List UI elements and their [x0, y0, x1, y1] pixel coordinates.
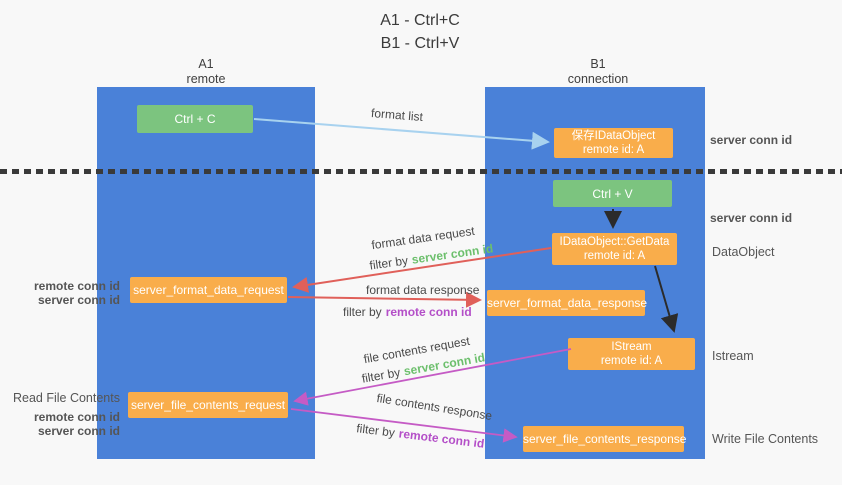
left-label-remote-conn-id-2: remote conn id	[33, 410, 120, 424]
session-divider-dotted-line	[0, 169, 842, 174]
node-save-idataobject-line2: remote id: A	[582, 144, 645, 156]
node-format-response-label: server_format_data_response	[487, 296, 648, 310]
remote-conn-id-text: remote conn id	[397, 426, 486, 451]
arrow-format-data-response	[287, 291, 482, 308]
filter-by-text: filter by	[368, 253, 409, 273]
lane-header-a1: A1 remote	[146, 57, 266, 87]
node-file-request-label: server_file_contents_request	[130, 398, 286, 412]
node-save-idataobject-line1: 保存IDataObject	[571, 130, 656, 142]
node-ctrl-c-label: Ctrl + C	[174, 112, 216, 126]
right-label-server-conn-id-top: server conn id	[710, 133, 793, 147]
diagram-title: A1 - Ctrl+C B1 - Ctrl+V	[300, 9, 540, 55]
server-conn-id-text: server conn id	[410, 241, 495, 267]
node-getdata-line2: remote id: A	[583, 250, 646, 262]
node-idataobject-getdata: IDataObject::GetData remote id: A	[552, 233, 677, 265]
edge-label-format-list: format list	[370, 105, 424, 125]
node-server-file-contents-request: server_file_contents_request	[128, 392, 288, 418]
node-ctrl-v: Ctrl + V	[553, 180, 672, 207]
lane-b1-subtitle: connection	[567, 72, 629, 86]
title-line-1: A1 - Ctrl+C	[380, 12, 460, 29]
right-label-dataobject: DataObject	[712, 245, 775, 259]
right-label-server-conn-id-mid: server conn id	[710, 211, 793, 225]
lane-a1-name: A1	[198, 57, 214, 71]
node-save-idataobject: 保存IDataObject remote id: A	[554, 128, 673, 158]
node-file-response-label: server_file_contents_response	[523, 432, 687, 446]
remote-conn-id-text: remote conn id	[385, 305, 472, 319]
node-istream: IStream remote id: A	[568, 338, 695, 370]
node-istream-line1: IStream	[611, 341, 652, 353]
left-label-read-file-contents: Read File Contents	[12, 391, 120, 405]
node-getdata-line1: IDataObject::GetData	[559, 236, 670, 248]
edge-label-format-data-response: format data response	[366, 283, 480, 297]
node-istream-line2: remote id: A	[600, 355, 663, 367]
right-label-write-file-contents: Write File Contents	[712, 432, 819, 446]
edge-label-file-contents-response: file contents response	[375, 390, 494, 424]
filter-by-text: filter by	[360, 365, 402, 386]
lane-a1-subtitle: remote	[186, 72, 226, 86]
filter-by-text: filter by	[355, 421, 396, 440]
node-server-format-data-request: server_format_data_request	[130, 277, 287, 303]
left-label-server-conn-id-2: server conn id	[37, 424, 120, 438]
lane-header-b1: B1 connection	[538, 57, 658, 87]
left-label-remote-conn-id-1: remote conn id	[33, 279, 120, 293]
title-line-2: B1 - Ctrl+V	[380, 35, 460, 52]
left-label-server-conn-id-1: server conn id	[37, 293, 120, 307]
node-ctrl-v-label: Ctrl + V	[592, 186, 633, 201]
node-ctrl-c: Ctrl + C	[137, 105, 253, 133]
node-server-file-contents-response: server_file_contents_response	[523, 426, 687, 452]
right-label-istream: Istream	[712, 349, 754, 363]
filter-by-text: filter by	[343, 305, 382, 319]
lane-b1-name: B1	[590, 57, 606, 71]
node-server-format-data-response: server_format_data_response	[487, 290, 648, 316]
node-format-request-label: server_format_data_request	[133, 283, 284, 297]
